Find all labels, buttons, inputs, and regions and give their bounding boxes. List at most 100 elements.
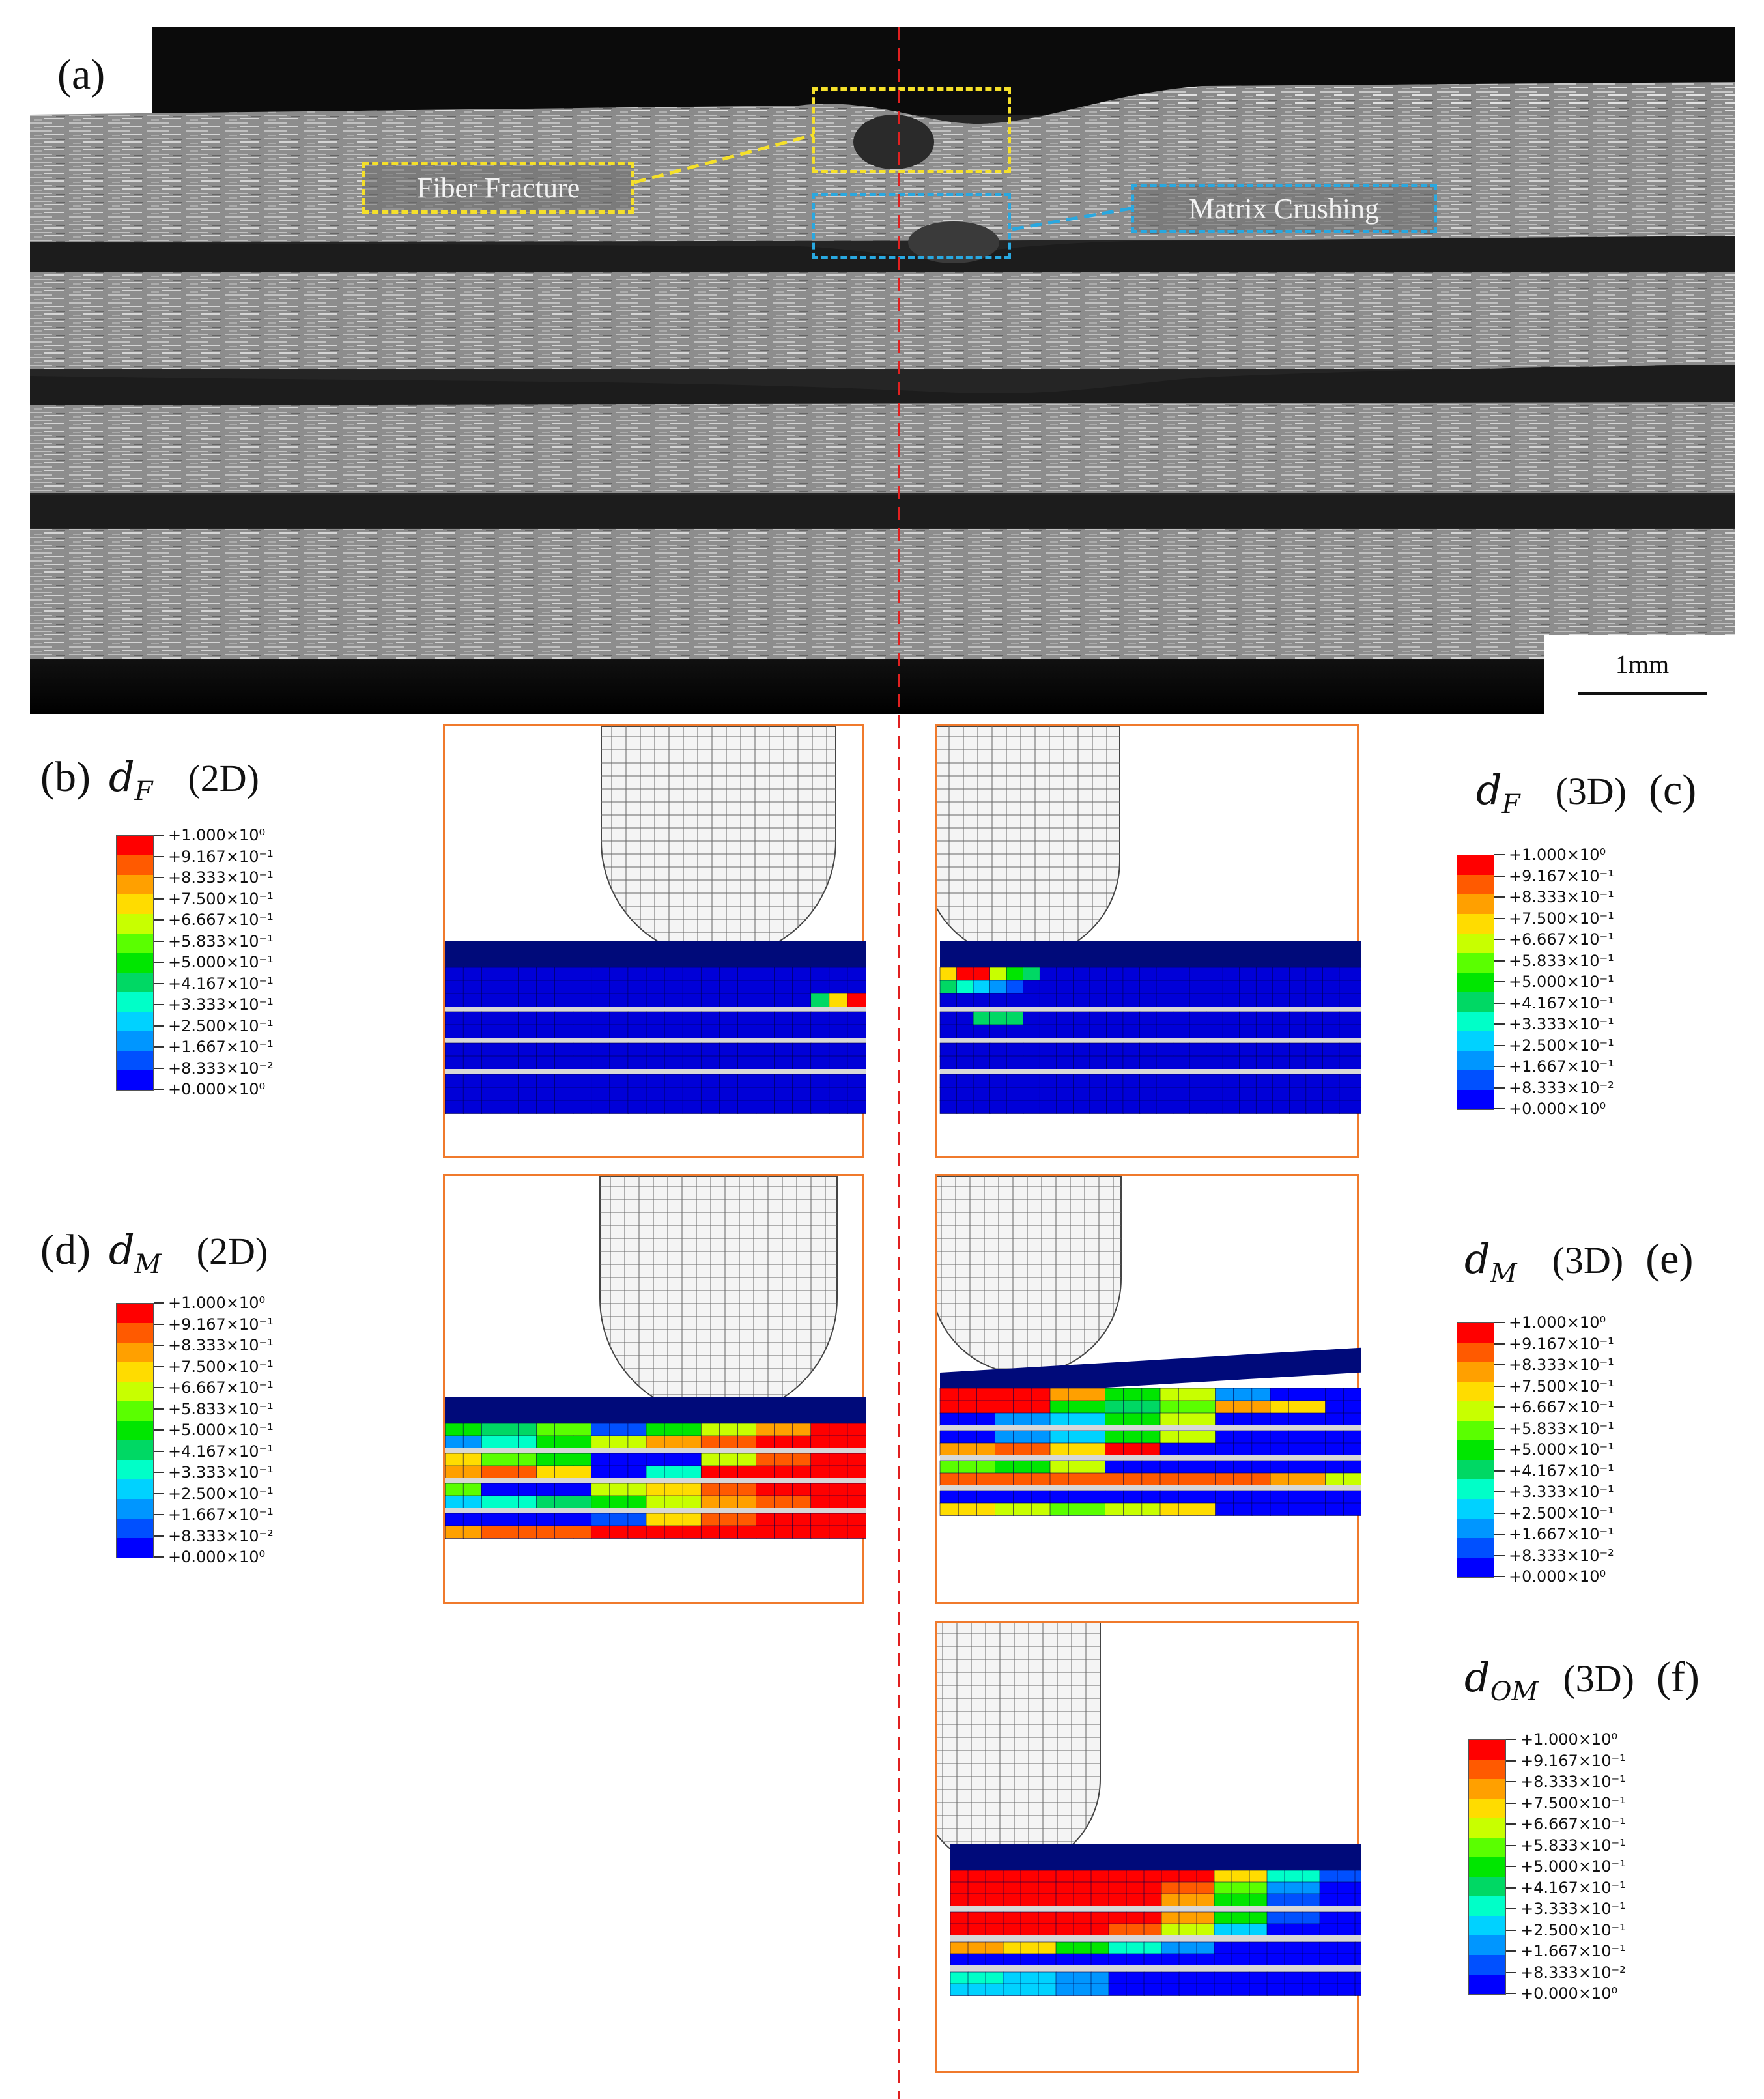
laminate-element: [810, 1042, 830, 1057]
fe-panel-b: [426, 724, 866, 1158]
laminate-element: [518, 980, 537, 994]
laminate-element: [792, 1495, 812, 1509]
laminate-element: [700, 1024, 720, 1038]
laminate-element: [1322, 993, 1340, 1007]
legend-swatch: [1469, 1838, 1505, 1857]
laminate-element: [1239, 1074, 1257, 1088]
laminate-element: [1161, 1870, 1180, 1883]
legend-swatch: [117, 973, 153, 992]
laminate-element: [810, 1465, 830, 1479]
laminate-element: [1289, 993, 1307, 1007]
laminate-element: [1354, 1983, 1373, 1996]
laminate-element: [1325, 1412, 1344, 1426]
laminate-element: [719, 1525, 739, 1539]
laminate-element: [1143, 1941, 1162, 1954]
laminate-element: [774, 1453, 793, 1466]
laminate-element: [646, 1483, 665, 1496]
laminate-element: [1122, 1011, 1141, 1025]
laminate-element: [700, 1525, 720, 1539]
laminate-element: [444, 1525, 464, 1539]
legend-tick: [154, 1450, 164, 1452]
laminate-element: [1073, 1923, 1092, 1936]
laminate-element: [1139, 1055, 1157, 1070]
legend-color-bar: [1457, 1322, 1494, 1578]
legend-tick: [154, 1387, 164, 1388]
laminate-element: [792, 1024, 812, 1038]
laminate-element: [958, 1442, 978, 1456]
laminate-element: [627, 1495, 647, 1509]
laminate-element: [1068, 1472, 1088, 1486]
laminate-element: [1231, 1941, 1250, 1954]
laminate-element: [1354, 1971, 1373, 1984]
laminate-element: [1215, 1400, 1234, 1414]
laminate-element: [1013, 1430, 1032, 1444]
laminate-element: [1013, 1400, 1032, 1414]
laminate-element: [792, 1453, 812, 1466]
laminate-element: [1266, 1893, 1285, 1906]
laminate-element: [967, 1941, 986, 1954]
laminate-element: [1031, 1388, 1051, 1401]
laminate-element: [664, 1024, 683, 1038]
legend-value-label: +1.667×10⁻¹: [1509, 1057, 1614, 1076]
laminate-element: [646, 1087, 665, 1101]
legend-swatch: [1457, 992, 1494, 1012]
laminate-element: [1337, 1881, 1356, 1894]
laminate-element: [1073, 980, 1090, 994]
laminate-element: [1251, 1460, 1271, 1474]
laminate-element: [1038, 1983, 1057, 1996]
laminate-element: [1031, 1472, 1051, 1486]
laminate-element: [976, 1490, 996, 1504]
laminate-element: [1073, 993, 1090, 1007]
legend-value-label: +9.167×10⁻¹: [1509, 1334, 1614, 1353]
laminate-element: [609, 1423, 629, 1436]
laminate-element: [810, 1011, 830, 1025]
laminate-element: [1222, 1087, 1240, 1101]
legend-swatch: [117, 934, 153, 953]
laminate-element: [985, 1881, 1004, 1894]
laminate-element: [973, 1055, 991, 1070]
laminate-element: [1159, 1430, 1179, 1444]
laminate-element: [1289, 1024, 1307, 1038]
laminate-element: [774, 993, 793, 1007]
laminate-element: [462, 993, 483, 1007]
laminate-element: [737, 1513, 757, 1526]
laminate-element: [1023, 1024, 1041, 1038]
laminate-element: [1023, 1055, 1041, 1070]
laminate-element: [609, 1055, 629, 1070]
laminate-element: [1089, 1042, 1107, 1057]
laminate-element: [1231, 1971, 1250, 1984]
laminate-element: [1319, 1941, 1338, 1954]
laminate-element: [481, 1042, 501, 1057]
laminate-element: [1105, 1472, 1124, 1486]
laminate-element: [1354, 1893, 1373, 1906]
laminate-element: [444, 1024, 464, 1038]
laminate-element: [1305, 1087, 1324, 1101]
laminate-element: [1272, 1011, 1290, 1025]
laminate-element: [1305, 1055, 1324, 1070]
laminate-element: [1270, 1472, 1289, 1486]
laminate-element: [1322, 1042, 1340, 1057]
legend-swatch: [117, 855, 153, 875]
laminate-element: [958, 1388, 978, 1401]
laminate-element: [956, 1100, 974, 1114]
laminate-element: [847, 1483, 866, 1496]
laminate-element: [1073, 1100, 1090, 1114]
laminate-element: [1354, 1911, 1373, 1924]
laminate-element: [444, 1435, 464, 1449]
laminate-element: [1108, 1870, 1127, 1883]
laminate-element: [829, 993, 848, 1007]
laminate-element: [1222, 1011, 1240, 1025]
laminate-element: [1270, 1388, 1289, 1401]
laminate-element: [1087, 1388, 1106, 1401]
laminate-element: [1215, 1460, 1234, 1474]
laminate-element: [1307, 1490, 1326, 1504]
laminate-element: [1339, 1100, 1357, 1114]
legend-value-label: +6.667×10⁻¹: [168, 1378, 274, 1397]
laminate-element: [481, 993, 501, 1007]
laminate-element: [1038, 1911, 1057, 1924]
laminate-element: [737, 1011, 757, 1025]
legend-swatch: [1457, 894, 1494, 914]
laminate-element: [536, 1024, 556, 1038]
laminate-element: [1206, 1055, 1223, 1070]
laminate-element: [1159, 1400, 1179, 1414]
